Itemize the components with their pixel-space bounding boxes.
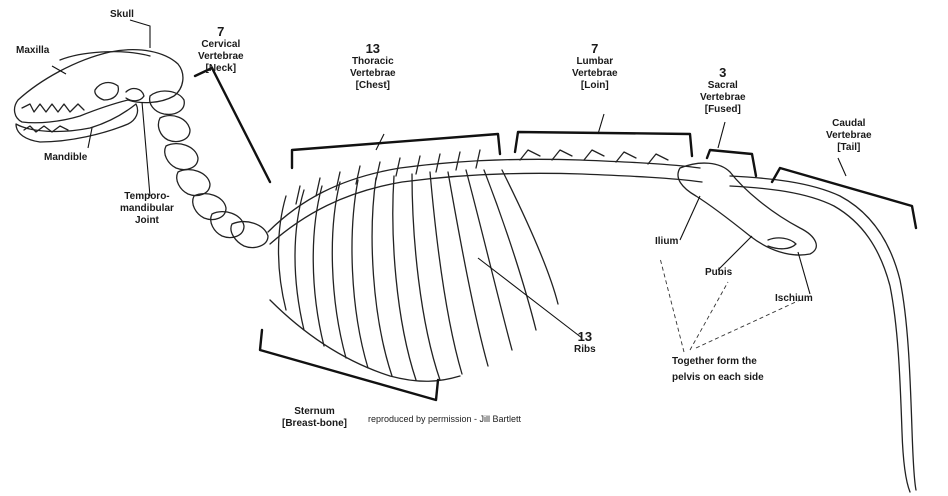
ribs-word: Ribs — [574, 344, 596, 356]
sternum-shape — [270, 300, 460, 381]
label-sacral: 3 Sacral Vertebrae [Fused] — [700, 66, 746, 116]
lumbar-count: 7 — [572, 42, 618, 56]
tmj-line-2: mandibular — [120, 203, 174, 215]
cervical-count: 7 — [198, 25, 244, 39]
pelvis-note-line-2: pelvis on each side — [672, 372, 764, 384]
label-sternum: Sternum [Breast-bone] — [282, 406, 347, 430]
sternum-line-2: [Breast-bone] — [282, 418, 347, 430]
label-maxilla: Maxilla — [16, 45, 49, 57]
lumbar-line-2: Vertebrae — [572, 68, 618, 80]
lumbar-line-1: Lumbar — [572, 56, 618, 68]
credit-text: reproduced by permission - Jill Bartlett — [368, 414, 521, 424]
thoracic-line-2: Vertebrae — [350, 68, 396, 80]
ribs-shape — [279, 170, 559, 380]
label-ilium: Ilium — [655, 236, 678, 248]
label-mandible: Mandible — [44, 152, 87, 164]
sacral-line-3: [Fused] — [700, 104, 746, 116]
label-thoracic: 13 Thoracic Vertebrae [Chest] — [350, 42, 396, 92]
tail-shape — [730, 176, 916, 490]
thoracic-count: 13 — [350, 42, 396, 56]
caudal-line-1: Caudal — [826, 118, 872, 130]
sacral-line-1: Sacral — [700, 80, 746, 92]
thoracic-bracket — [292, 134, 500, 168]
label-caudal: Caudal Vertebrae [Tail] — [826, 118, 872, 154]
ribs-count: 13 — [574, 330, 596, 344]
tmj-line-1: Temporo- — [120, 191, 174, 203]
caudal-line-3: [Tail] — [826, 142, 872, 154]
label-pubis: Pubis — [705, 267, 732, 279]
label-pelvis-note: Together form the pelvis on each side — [672, 356, 764, 384]
sacral-count: 3 — [700, 66, 746, 80]
cervical-line-2: Vertebrae — [198, 51, 244, 63]
lumbar-bracket — [515, 132, 692, 156]
caudal-line-2: Vertebrae — [826, 130, 872, 142]
pelvis-note-line-1: Together form the — [672, 356, 764, 368]
sacral-bracket — [707, 150, 756, 176]
label-lumbar: 7 Lumbar Vertebrae [Loin] — [572, 42, 618, 92]
sternum-line-1: Sternum — [282, 406, 347, 418]
tmj-line-3: Joint — [120, 215, 174, 227]
thoracic-line-3: [Chest] — [350, 80, 396, 92]
cervical-bracket — [195, 68, 270, 182]
cervical-line-3: [Neck] — [198, 63, 244, 75]
label-ischium: Ischium — [775, 293, 813, 305]
label-cervical: 7 Cervical Vertebrae [Neck] — [198, 25, 244, 75]
cervical-line-1: Cervical — [198, 39, 244, 51]
sacral-line-2: Vertebrae — [700, 92, 746, 104]
label-skull: Skull — [110, 9, 134, 21]
lumbar-line-3: [Loin] — [572, 80, 618, 92]
label-ribs: 13 Ribs — [574, 330, 596, 356]
thoracic-line-1: Thoracic — [350, 56, 396, 68]
label-tmj: Temporo- mandibular Joint — [120, 191, 174, 227]
